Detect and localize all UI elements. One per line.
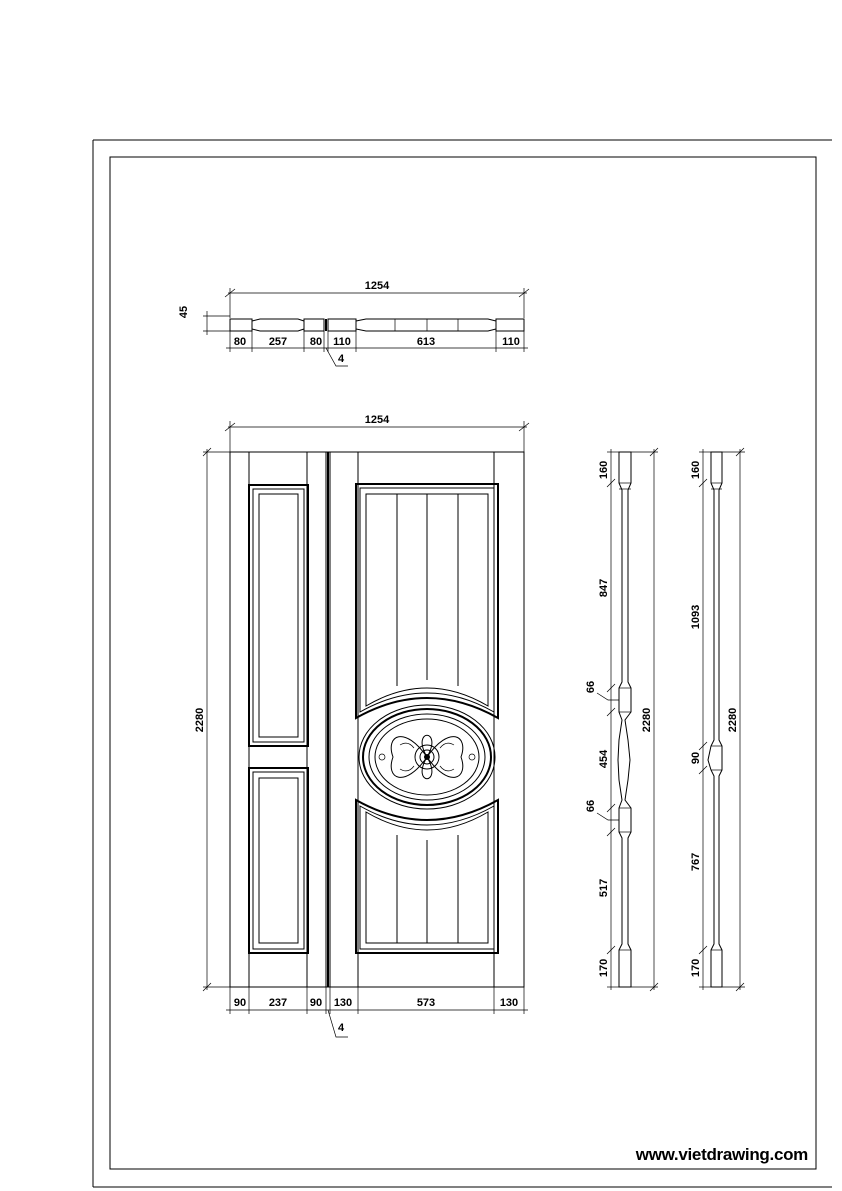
front-seg-6: 130 — [500, 997, 518, 1009]
side1-seg-2: 847 — [598, 579, 610, 597]
watermark-text: www.vietdrawing.com — [635, 1145, 809, 1164]
front-seg-1: 90 — [234, 997, 246, 1009]
side-section-2: 2280 160 1093 90 767 170 — [690, 447, 745, 992]
right-lower-panel — [355, 798, 499, 954]
rosette-ornament-icon — [378, 734, 476, 780]
top-seg-4: 110 — [333, 336, 351, 348]
top-thickness: 45 — [178, 306, 190, 318]
side2-seg-5: 170 — [690, 959, 702, 977]
top-gap: 4 — [338, 353, 345, 365]
side2-seg-4: 767 — [690, 853, 702, 871]
front-gap: 4 — [338, 1022, 345, 1034]
side2-seg-3: 90 — [690, 752, 702, 764]
front-overall-width: 1254 — [365, 414, 390, 426]
left-lower-panel — [248, 767, 309, 954]
top-seg-1: 80 — [234, 336, 246, 348]
top-profile — [229, 318, 525, 332]
front-seg-5: 573 — [417, 997, 435, 1009]
side1-seg-6: 517 — [598, 879, 610, 897]
sheet-border — [92, 139, 832, 1188]
side1-seg-7: 170 — [598, 959, 610, 977]
front-seg-4: 130 — [334, 997, 352, 1009]
top-section-plan: 1254 45 — [178, 280, 530, 367]
top-seg-6: 110 — [502, 336, 520, 348]
front-seg-3: 90 — [310, 997, 322, 1009]
side1-seg-5: 66 — [585, 800, 597, 812]
top-seg-5: 613 — [417, 336, 435, 348]
side2-overall-height: 2280 — [727, 708, 739, 732]
center-oval-rosette — [358, 704, 496, 810]
front-overall-height: 2280 — [194, 708, 206, 732]
side2-seg-2: 1093 — [690, 605, 702, 629]
left-upper-panel — [248, 484, 309, 747]
top-seg-3: 80 — [310, 336, 322, 348]
top-dim-ticks — [229, 331, 525, 352]
side2-dim-ticks — [698, 478, 708, 955]
side1-seg-1: 160 — [598, 461, 610, 479]
side-section-1: 2280 160 847 66 454 66 517 170 — [585, 447, 659, 992]
right-upper-panel — [355, 483, 499, 720]
top-overall-width: 1254 — [365, 280, 390, 292]
front-dim-ticks — [229, 987, 525, 1014]
side1-overall-height: 2280 — [641, 708, 653, 732]
side1-seg-3: 66 — [585, 681, 597, 693]
front-elevation: 1254 2280 — [194, 414, 530, 1038]
side1-seg-4: 454 — [598, 749, 610, 768]
side2-seg-1: 160 — [690, 461, 702, 479]
side1-dim-ticks — [606, 478, 616, 955]
front-seg-2: 237 — [269, 997, 287, 1009]
top-seg-2: 257 — [269, 336, 287, 348]
